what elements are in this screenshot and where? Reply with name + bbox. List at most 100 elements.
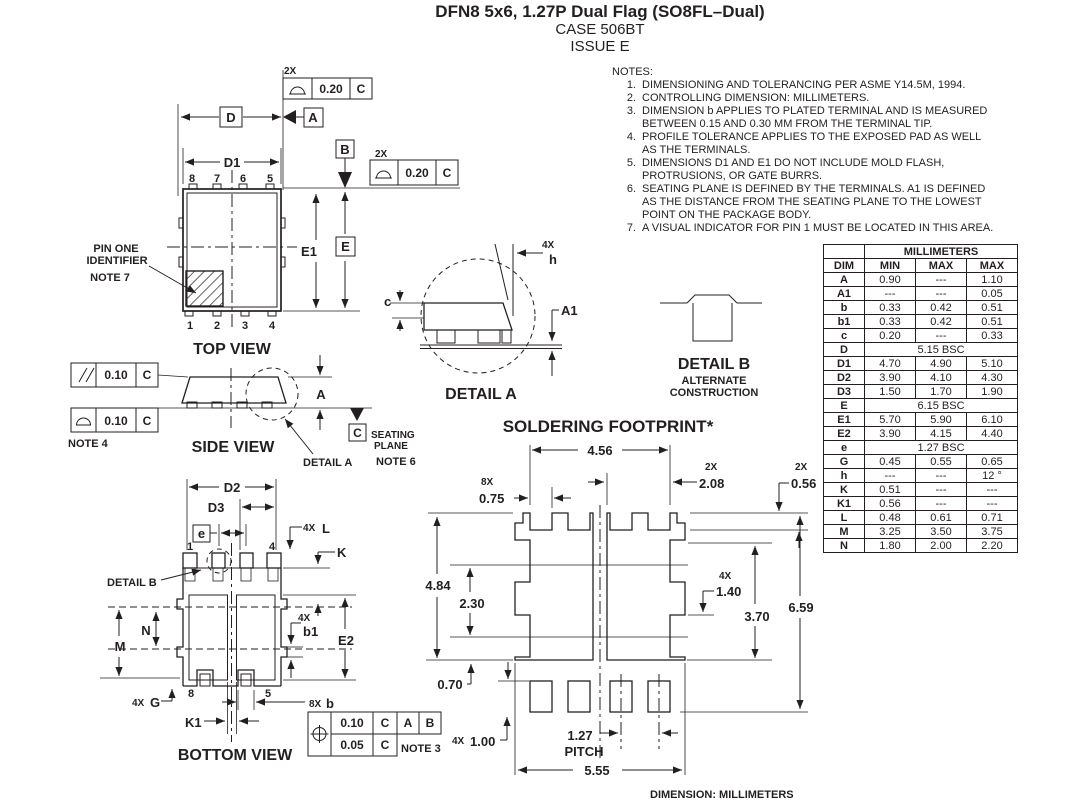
dim-e1-label: E1 bbox=[301, 244, 317, 259]
pin-4-label: 4 bbox=[269, 320, 276, 332]
detail-b-sub-1: ALTERNATE bbox=[682, 375, 747, 387]
val-cell: 0.51 bbox=[966, 300, 1018, 315]
dim-a1-label: A1 bbox=[561, 303, 578, 318]
note-text: PROFILE TOLERANCE APPLIES TO THE EXPOSED… bbox=[642, 131, 981, 156]
dim-0-56: 0.56 bbox=[791, 476, 816, 491]
dim-h-label: h bbox=[549, 252, 557, 267]
detail-b-title: DETAIL B bbox=[678, 356, 750, 373]
detail-a-title: DETAIL A bbox=[445, 386, 517, 403]
top-view-title: TOP VIEW bbox=[193, 341, 272, 358]
pin-5-label: 5 bbox=[267, 173, 273, 185]
note-num: 3. bbox=[626, 105, 636, 117]
detail-b-view: DETAIL B ALTERNATE CONSTRUCTION bbox=[660, 294, 762, 399]
dim-3-70: 3.70 bbox=[744, 609, 769, 624]
dim-k1-label: K1 bbox=[185, 715, 202, 730]
table-row: h------12 ° bbox=[823, 468, 1018, 483]
val-cell: 2.00 bbox=[915, 538, 967, 553]
detail-b-pointer-label: DETAIL B bbox=[107, 577, 157, 589]
footprint-flag-left bbox=[514, 512, 594, 661]
val-cell: 0.20 bbox=[864, 328, 916, 343]
val-cell: 1.80 bbox=[864, 538, 916, 553]
notes-heading: NOTES: bbox=[612, 66, 653, 78]
datum-a-label: A bbox=[308, 110, 318, 125]
note-num: 7. bbox=[626, 222, 636, 234]
dim-g-label: G bbox=[150, 695, 160, 710]
note-item: 3.DIMENSION b APPLIES TO PLATED TERMINAL… bbox=[612, 105, 1014, 131]
dim-d2-label: D2 bbox=[224, 480, 241, 495]
fcf-top-datum: C bbox=[357, 82, 366, 96]
val-cell: 3.90 bbox=[864, 370, 916, 385]
pin-2-label: 2 bbox=[214, 320, 220, 332]
fcf-pos-d1: C bbox=[381, 716, 390, 730]
note-num: 2. bbox=[626, 92, 636, 104]
detail-a-ref: DETAIL A bbox=[303, 457, 352, 469]
flag-pad-right bbox=[236, 594, 276, 681]
pin-3-label: 3 bbox=[242, 320, 248, 332]
datum-b-label: B bbox=[340, 142, 349, 157]
side-view: 0.10 C 0.10 C NOTE 4 A DETAIL A bbox=[68, 355, 416, 469]
dim-e-pitch-label: e bbox=[198, 526, 205, 541]
bottom-view-title: BOTTOM VIEW bbox=[178, 747, 293, 764]
val-cell: --- bbox=[966, 496, 1018, 511]
footprint-title: SOLDERING FOOTPRINT* bbox=[503, 417, 714, 436]
fcf-pos-d3: B bbox=[426, 716, 435, 730]
pin-one-text-2: IDENTIFIER bbox=[86, 255, 147, 267]
note-6-ref: NOTE 6 bbox=[376, 456, 416, 468]
val-cell: 2.20 bbox=[966, 538, 1018, 553]
qty-4x-b1: 4X bbox=[298, 613, 311, 624]
dim-d-label: D bbox=[226, 110, 235, 125]
datum-c-label: C bbox=[353, 426, 362, 440]
note-num: 1. bbox=[626, 79, 636, 91]
qty-8x-b: 8X bbox=[309, 699, 322, 710]
detail-b-body bbox=[692, 303, 733, 342]
footprint-pad bbox=[567, 680, 591, 713]
qty-4x-h: 4X bbox=[542, 240, 555, 251]
fcf-right-datum: C bbox=[443, 166, 452, 180]
dim-e2-label: E2 bbox=[338, 633, 354, 648]
pin-8-ref: 8 bbox=[188, 688, 194, 700]
package-outline bbox=[182, 188, 282, 312]
col-header: DIM bbox=[823, 258, 865, 273]
val-cell: 0.33 bbox=[966, 328, 1018, 343]
dim-0-70: 0.70 bbox=[437, 677, 462, 692]
body-right-edge bbox=[280, 568, 288, 686]
dim-d1-label: D1 bbox=[224, 155, 241, 170]
note-4-ref: NOTE 4 bbox=[68, 438, 109, 450]
pin-1-label: 1 bbox=[187, 320, 193, 332]
dim-cell: N bbox=[823, 538, 865, 553]
pin-one-note: NOTE 7 bbox=[90, 272, 130, 284]
note-item: 6.SEATING PLANE IS DEFINED BY THE TERMIN… bbox=[612, 183, 1014, 222]
pin-7-label: 7 bbox=[214, 173, 220, 185]
qty-2x-056: 2X bbox=[795, 462, 808, 473]
profile-surface-icon bbox=[375, 170, 392, 179]
dim-5-55: 5.55 bbox=[584, 763, 609, 778]
fcf-right-tol: 0.20 bbox=[405, 166, 429, 180]
side-body bbox=[181, 376, 287, 404]
span-cell: 6.15 BSC bbox=[864, 398, 1018, 413]
case-number: CASE 506BT bbox=[555, 21, 645, 38]
detail-b-sub-2: CONSTRUCTION bbox=[670, 387, 759, 399]
fcf-pos-d2: A bbox=[404, 716, 413, 730]
profile-surface-icon bbox=[75, 417, 92, 426]
note-text: DIMENSIONING AND TOLERANCING PER ASME Y1… bbox=[642, 79, 966, 91]
dim-b-label: b bbox=[326, 696, 334, 711]
top-view: D A 2X 0.20 C D1 8 7 6 5 bbox=[86, 66, 460, 358]
note-item: 1. DIMENSIONING AND TOLERANCING PER ASME … bbox=[612, 79, 1014, 92]
dim-d3-label: D3 bbox=[208, 500, 225, 515]
col-header: MAX bbox=[966, 258, 1018, 273]
dim-2-30: 2.30 bbox=[459, 596, 484, 611]
val-cell: 0.33 bbox=[864, 314, 916, 329]
note-num: 5. bbox=[626, 157, 636, 169]
footprint-flag-right bbox=[606, 512, 686, 661]
fcf-par-datum: C bbox=[143, 368, 152, 382]
note-item: 2.CONTROLLING DIMENSION: MILLIMETERS. bbox=[612, 92, 1014, 105]
dim-cell: b1 bbox=[823, 314, 865, 329]
val-cell: 0.56 bbox=[864, 496, 916, 511]
dimension-units-footer: DIMENSION: MILLIMETERS bbox=[650, 789, 794, 801]
true-position-icon bbox=[310, 725, 329, 743]
pin-one-text-1: PIN ONE bbox=[93, 243, 138, 255]
